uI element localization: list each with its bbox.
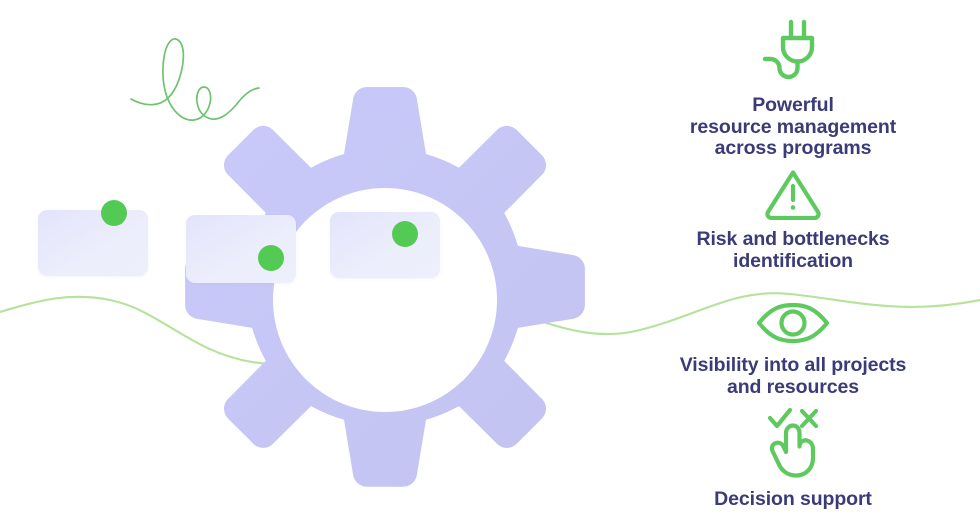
feature-item-powerful-resource-management: Powerful resource management across prog…: [606, 14, 980, 160]
feature-label: Risk and bottlenecks identification: [696, 228, 890, 272]
status-dot-green: [101, 200, 127, 226]
feature-list: Powerful resource management across prog…: [606, 0, 980, 516]
feature-item-decision-support: Decision support: [606, 406, 980, 511]
feature-label: Visibility into all projects and resourc…: [679, 354, 907, 398]
pointing-hand-check-cross-icon: [606, 406, 980, 480]
feature-item-visibility: Visibility into all projects and resourc…: [606, 300, 980, 398]
feature-label: Powerful resource management across prog…: [689, 94, 897, 159]
gear-graphic: [185, 86, 585, 487]
status-dot-green: [258, 245, 284, 271]
resource-card-3: [330, 212, 440, 278]
resource-card-2: [186, 215, 296, 283]
gear-illustration: [38, 86, 585, 487]
gear-inner-hole: [273, 188, 497, 412]
eye-icon: [606, 300, 980, 346]
feature-label: Decision support: [714, 488, 872, 510]
resource-card-1: [38, 200, 148, 276]
warning-triangle-icon: [606, 166, 980, 221]
power-plug-icon: [606, 14, 980, 86]
status-dot-green: [392, 221, 418, 247]
feature-item-risk-and-bottlenecks: Risk and bottlenecks identification: [606, 166, 980, 272]
